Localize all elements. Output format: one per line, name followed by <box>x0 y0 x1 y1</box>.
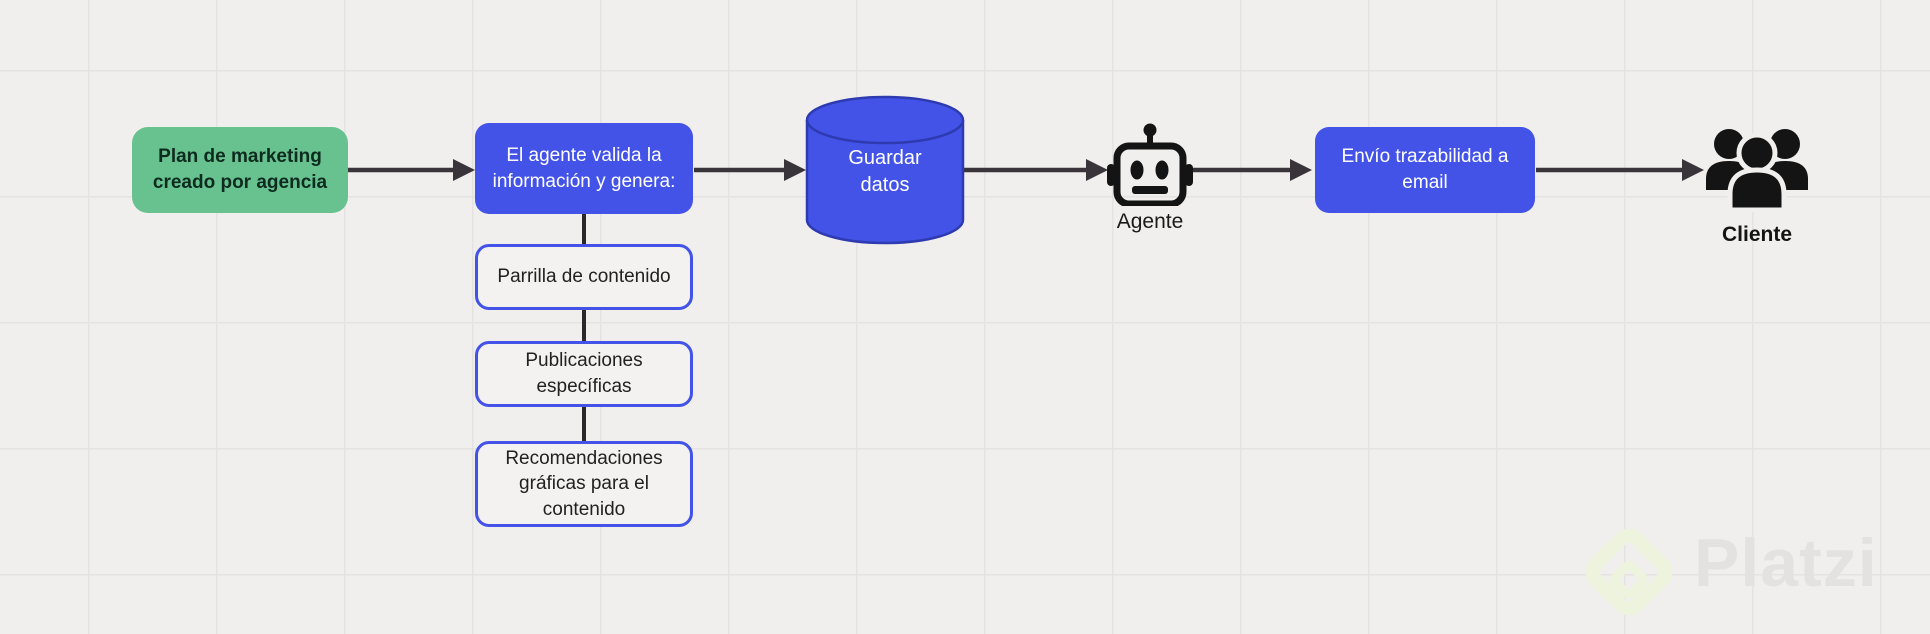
arrow-plan-to-valida <box>348 159 475 181</box>
node-plan-marketing: Plan de marketing creado por agencia <box>132 127 348 213</box>
platzi-watermark-text: Platzi <box>1694 525 1878 601</box>
arrow-guardar-to-agente <box>964 159 1108 181</box>
node-agente-valida: El agente valida la información y genera… <box>475 123 693 214</box>
arrow-valida-to-guardar <box>694 159 806 181</box>
node-guardar-datos: Guardar datos <box>848 147 922 196</box>
robot-icon <box>1107 123 1193 206</box>
arrow-envio-to-cliente <box>1536 159 1704 181</box>
node-publicaciones-especificas: Publicaciones específicas <box>475 341 693 407</box>
label-agente: Agente <box>1116 210 1184 233</box>
node-recomendaciones-graficas: Recomendaciones gráficas para el conteni… <box>475 441 693 527</box>
label-cliente: Cliente <box>1721 223 1792 246</box>
node-envio-trazabilidad: Envío trazabilidad a email <box>1315 127 1535 213</box>
platzi-logo-watermark-icon <box>1586 528 1672 616</box>
arrow-agente-to-envio <box>1192 159 1312 181</box>
node-parrilla-contenido: Parrilla de contenido <box>475 244 693 310</box>
people-group-icon <box>1706 129 1808 212</box>
